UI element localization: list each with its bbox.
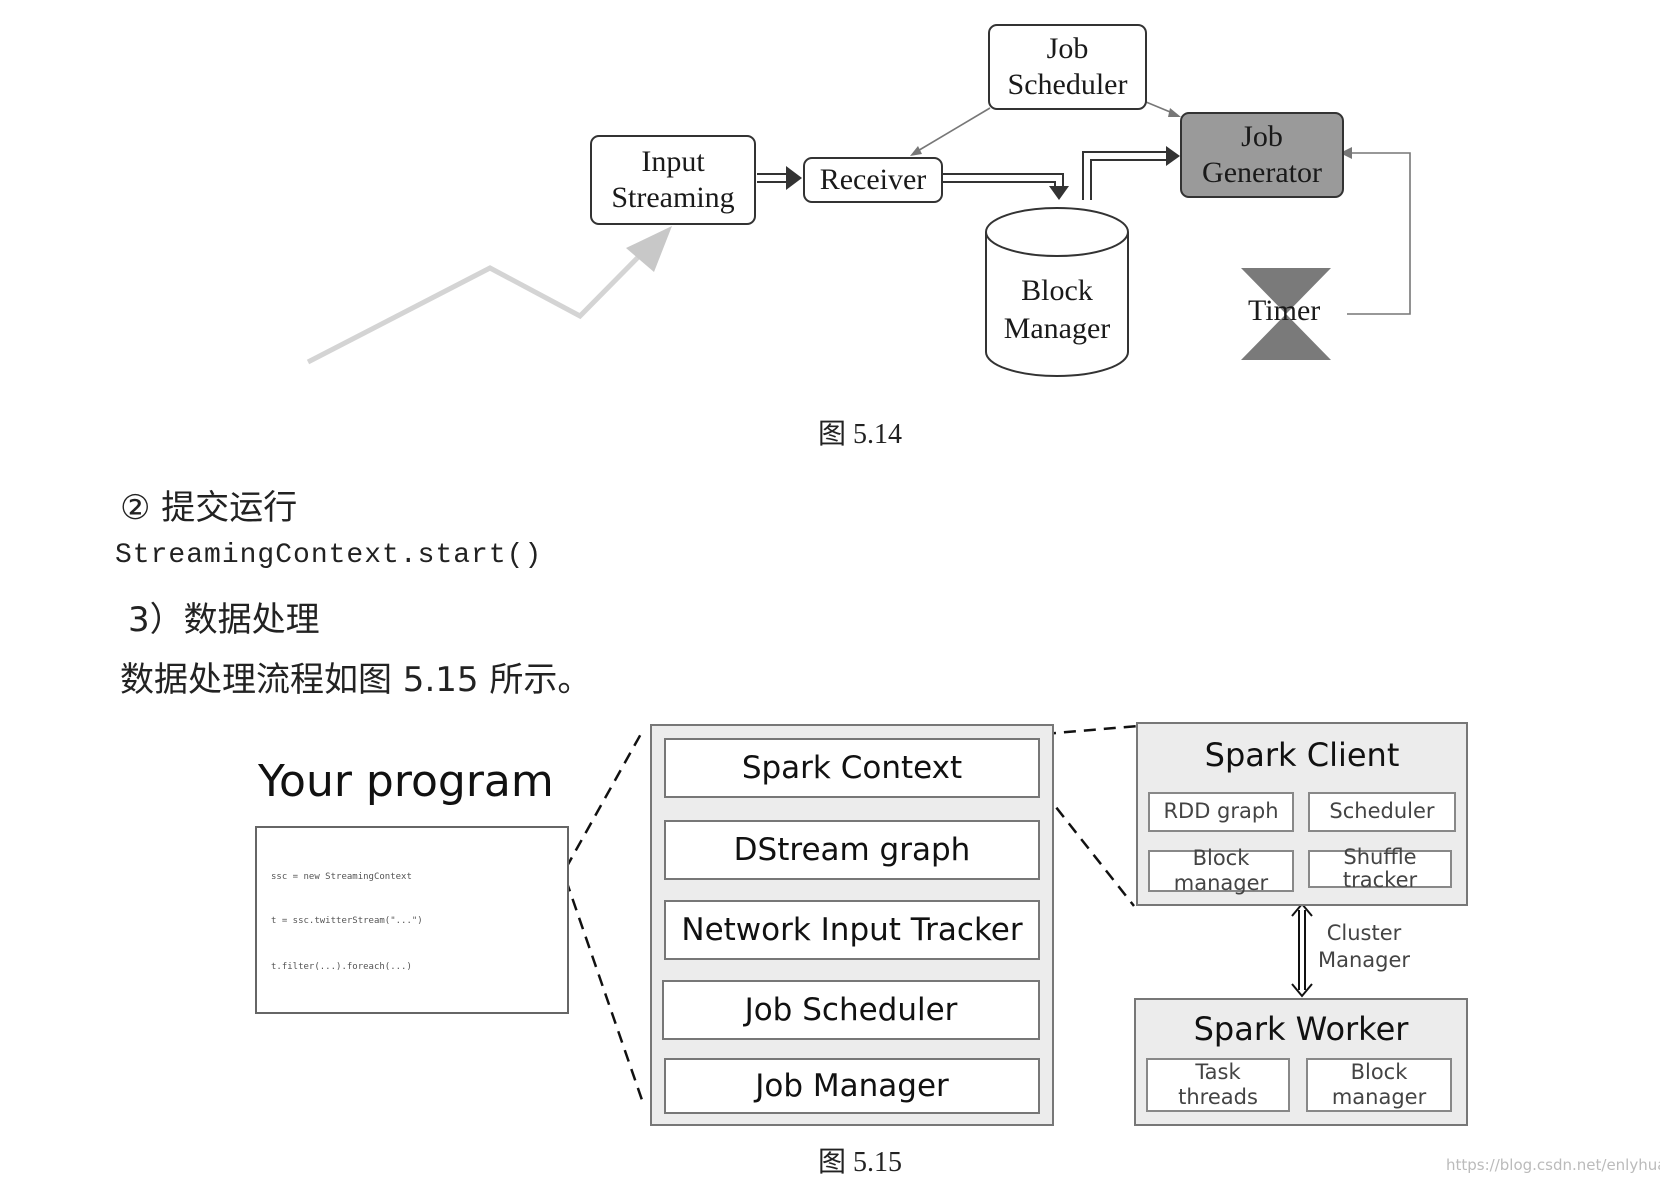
code-snippet-line: ssc = new StreamingContext <box>271 872 412 882</box>
spark-context-layer: Spark Context <box>664 738 1040 798</box>
figure-5-14-connectors <box>306 101 1411 377</box>
input-streaming-line1: Input <box>641 145 705 178</box>
rdd-graph-cell: RDD graph <box>1148 792 1294 832</box>
your-program-label: Your program <box>258 756 554 807</box>
block-manager-cell: Block manager <box>1148 846 1294 895</box>
job-scheduler-line2: Scheduler <box>1007 68 1128 101</box>
code-snippet-line: t.filter(...).foreach(...) <box>271 962 412 972</box>
job-scheduler-line1: Job <box>1046 32 1089 65</box>
code-line: StreamingContext.start() <box>115 540 543 571</box>
shuffle-tracker-cell: Shuffle tracker <box>1308 845 1452 892</box>
spark-worker-title: Spark Worker <box>1193 1010 1409 1048</box>
watermark: https://blog.csdn.net/enlyhua <box>1446 1156 1660 1174</box>
cluster-manager-label: Cluster Manager <box>1317 921 1411 973</box>
scheduler-cell: Scheduler <box>1308 792 1456 832</box>
network-input-tracker-layer: Network Input Tracker <box>664 900 1040 960</box>
timer-label: Timer <box>1248 294 1321 327</box>
task-threads-cell: Task threads <box>1146 1058 1290 1112</box>
receiver-label: Receiver <box>819 163 927 196</box>
figure-5-14-caption: 图 5.14 <box>818 419 903 450</box>
job-generator-line1: Job <box>1241 120 1283 153</box>
input-streaming-line2: Streaming <box>611 181 735 214</box>
receiver-box: Receiver <box>803 157 943 203</box>
streaming-components-stack: Spark Context DStream graph Network Inpu… <box>650 724 1054 1126</box>
dstream-graph-layer: DStream graph <box>664 820 1040 880</box>
worker-block-manager-cell: Block manager <box>1306 1058 1452 1112</box>
figure-5-15-caption: 图 5.15 <box>818 1147 903 1178</box>
block-manager-cylinder <box>985 207 1129 377</box>
spark-client-title: Spark Client <box>1204 736 1400 774</box>
spark-client-panel: Spark Client RDD graph Scheduler Block m… <box>1136 722 1468 906</box>
block-manager-label: Block Manager <box>1003 274 1111 345</box>
data-stream-line <box>306 238 657 365</box>
program-code-box: ssc = new StreamingContext t = ssc.twitt… <box>255 826 569 1014</box>
job-manager-layer: Job Manager <box>664 1058 1040 1114</box>
data-stream-arrowhead <box>626 226 672 272</box>
job-scheduler-layer: Job Scheduler <box>662 980 1040 1040</box>
job-generator-line2: Generator <box>1202 156 1322 189</box>
timer-hourglass-icon <box>1241 268 1331 360</box>
step-3-heading: 3）数据处理 <box>128 600 320 640</box>
step-2-heading: ② 提交运行 <box>120 488 298 528</box>
spark-worker-panel: Spark Worker Task threads Block manager <box>1134 998 1468 1126</box>
code-snippet-line: t = ssc.twitterStream("...") <box>271 916 423 926</box>
paragraph-text: 数据处理流程如图 5.15 所示。 <box>120 660 592 700</box>
